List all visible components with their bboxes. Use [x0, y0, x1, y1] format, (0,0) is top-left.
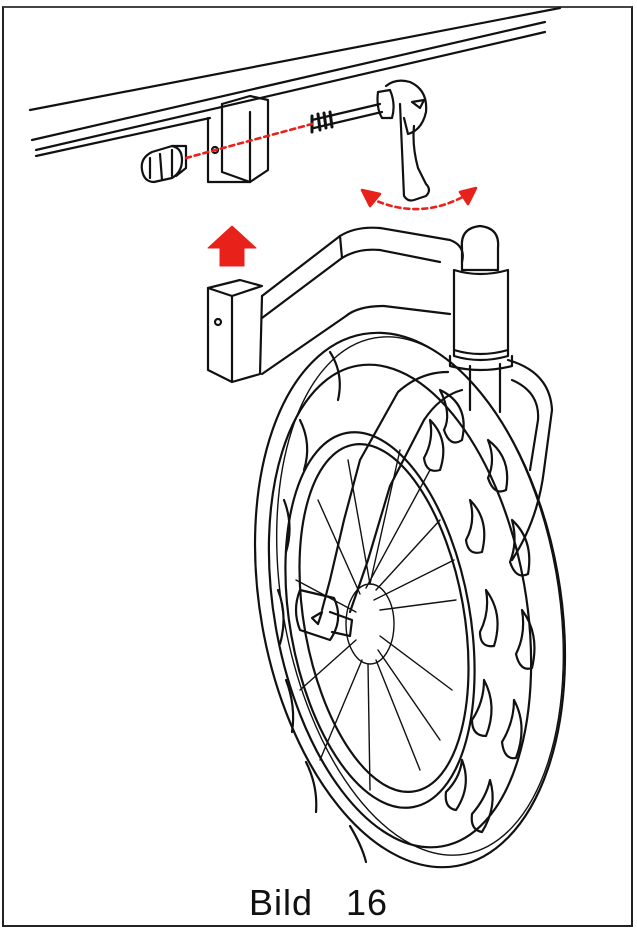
frame-rail — [28, 6, 562, 158]
figure-caption: Bild 16 — [0, 882, 637, 924]
lock-nut — [140, 144, 188, 184]
caption-number: 16 — [346, 882, 389, 923]
fork-arm — [206, 226, 464, 384]
quick-release-skewer — [310, 79, 431, 202]
axle-quick-release — [294, 588, 354, 642]
tire — [253, 331, 567, 869]
fork-blades — [320, 358, 554, 614]
caption-word: Bild — [248, 882, 313, 923]
double-curved-arrow-icon — [360, 186, 478, 211]
up-arrow-icon — [207, 225, 257, 267]
figure-frame — [2, 6, 633, 927]
alignment-dashed-line — [184, 122, 314, 160]
steering-column — [448, 224, 514, 414]
mount-bracket — [206, 94, 270, 184]
wheel-assembly-illustration — [28, 6, 567, 869]
rim — [284, 431, 476, 809]
